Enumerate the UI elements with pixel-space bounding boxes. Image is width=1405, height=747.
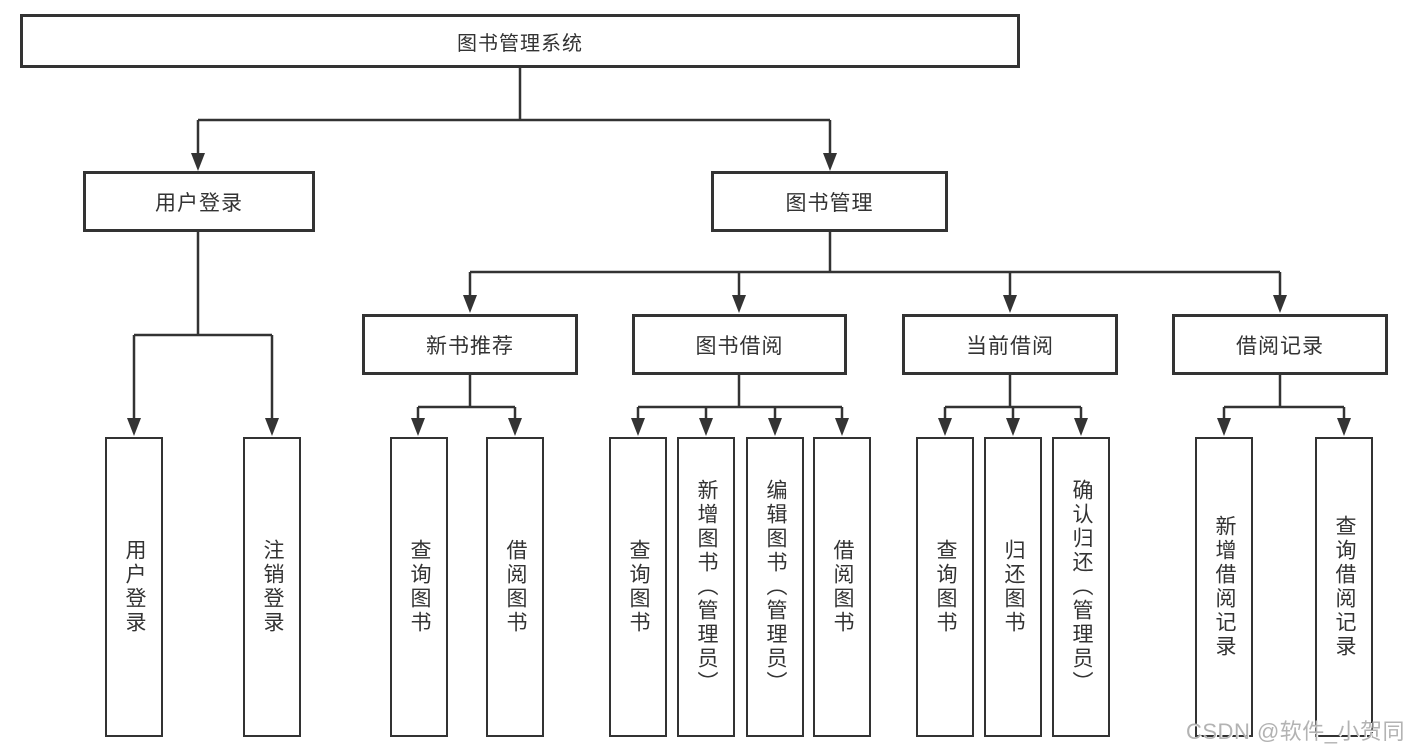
leaf-add-borrow-record: 新增借阅记录 — [1195, 437, 1253, 737]
leaf-edit-book-admin: 编辑图书（管理员） — [746, 437, 804, 737]
leaf-borrow-books-borrow: 借阅图书 — [813, 437, 871, 737]
leaf-query-books-borrow: 查询图书 — [609, 437, 667, 737]
leaf-logout: 注销登录 — [243, 437, 301, 737]
connector-borrow-records-children — [1217, 375, 1351, 436]
node-new-book-recommend: 新书推荐 — [362, 314, 578, 375]
leaf-user-login: 用户登录 — [105, 437, 163, 737]
connector-root-to-level2 — [191, 68, 837, 171]
leaf-add-book-admin: 新增图书（管理员） — [677, 437, 735, 737]
connector-book-management-children — [463, 232, 1287, 313]
leaf-query-borrow-record: 查询借阅记录 — [1315, 437, 1373, 737]
connector-new-book-recommend-children — [411, 375, 522, 436]
node-user-login: 用户登录 — [83, 171, 315, 232]
connector-current-borrow-children — [938, 375, 1088, 436]
leaf-confirm-return-admin: 确认归还（管理员） — [1052, 437, 1110, 737]
node-book-management: 图书管理 — [711, 171, 948, 232]
node-borrow-records: 借阅记录 — [1172, 314, 1388, 375]
connector-user-login-children — [127, 232, 279, 436]
node-root-system: 图书管理系统 — [20, 14, 1020, 68]
leaf-return-books: 归还图书 — [984, 437, 1042, 737]
node-current-borrow: 当前借阅 — [902, 314, 1118, 375]
leaf-borrow-books-recommend: 借阅图书 — [486, 437, 544, 737]
leaf-query-books-recommend: 查询图书 — [390, 437, 448, 737]
csdn-watermark: CSDN @软件_小贺同学 — [1186, 719, 1405, 744]
connector-book-borrow-children — [631, 375, 849, 436]
leaf-query-books-current: 查询图书 — [916, 437, 974, 737]
node-book-borrow: 图书借阅 — [632, 314, 847, 375]
